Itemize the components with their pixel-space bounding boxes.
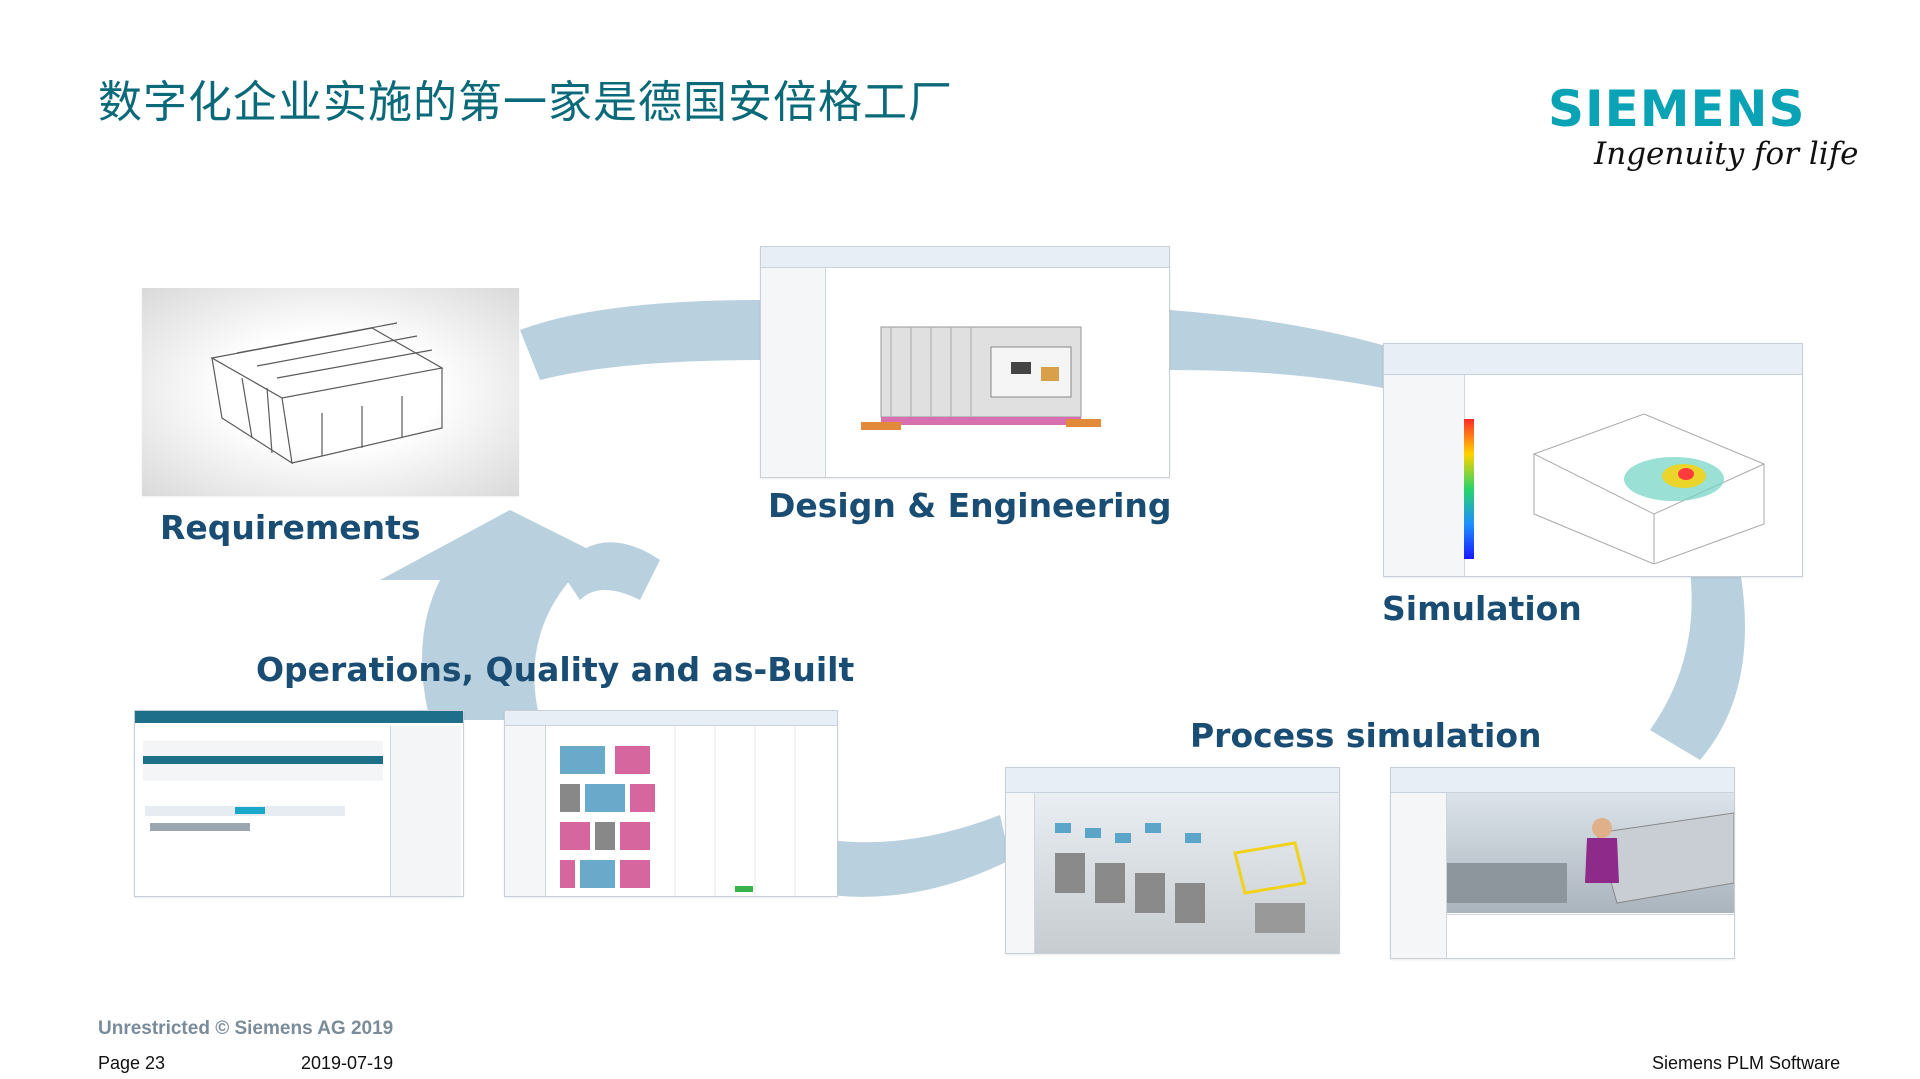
- requirements-sketch-image: [142, 288, 519, 496]
- footer-page-number: Page 23: [98, 1053, 166, 1073]
- arrow-segment-left-curl: [560, 542, 660, 600]
- stage-label-process: Process simulation: [1190, 716, 1542, 755]
- stage-label-operations: Operations, Quality and as-Built: [256, 650, 855, 689]
- design-engineering-screenshot: [760, 246, 1170, 478]
- operations-screenshot-mes: [134, 710, 464, 897]
- arrow-segment-top-left: [520, 300, 760, 380]
- stage-label-requirements: Requirements: [160, 508, 421, 547]
- page-title: 数字化企业实施的第一家是德国安倍格工厂: [98, 77, 953, 128]
- footer-company: Siemens PLM Software: [1652, 1053, 1841, 1073]
- footer-date: 2019-07-19: [301, 1053, 394, 1073]
- simulation-screenshot: [1383, 343, 1803, 577]
- operations-screenshot-gantt: [504, 710, 838, 897]
- arrow-segment-top-right: [1170, 310, 1400, 390]
- stage-label-design: Design & Engineering: [768, 486, 1172, 525]
- siemens-logo: SIEMENS: [1548, 80, 1806, 138]
- process-simulation-screenshot-worker: [1390, 767, 1735, 959]
- arrow-segment-bottom: [830, 815, 1010, 897]
- stage-label-simulation: Simulation: [1382, 589, 1582, 628]
- arrow-segment-right: [1650, 570, 1745, 760]
- footer-classification: Unrestricted © Siemens AG 2019: [98, 1018, 394, 1039]
- process-simulation-screenshot-factory: [1005, 767, 1340, 954]
- siemens-tagline: Ingenuity for life: [1594, 136, 1859, 172]
